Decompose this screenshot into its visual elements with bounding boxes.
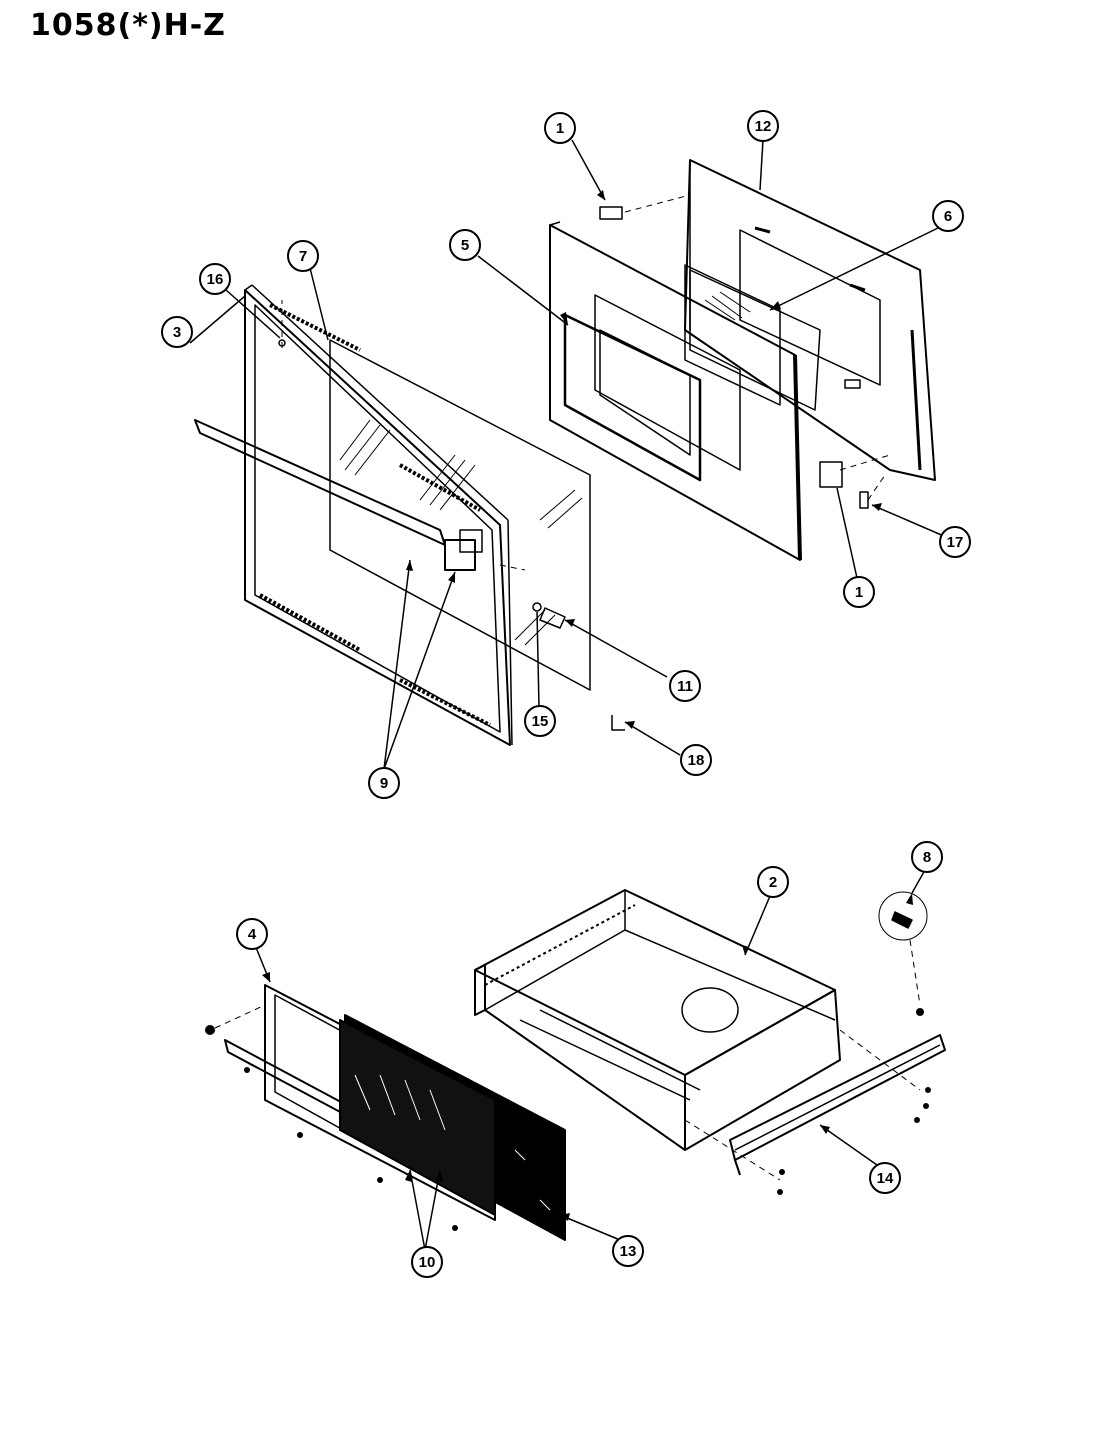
callout-label: 4 <box>248 926 257 943</box>
callout-circle <box>680 744 712 776</box>
callout-label: 8 <box>923 849 931 866</box>
callout-circle <box>939 526 971 558</box>
callout-circle <box>757 866 789 898</box>
callout-circle <box>411 1246 443 1278</box>
callout-13: 13 <box>612 1235 644 1267</box>
inner-door-panel <box>684 159 936 481</box>
small-parts-upper <box>278 206 869 731</box>
callout-circle <box>544 112 576 144</box>
callout-label: 15 <box>532 713 549 730</box>
callout-label: 17 <box>947 534 964 551</box>
alignment-lines-lower <box>214 939 921 1181</box>
callout-label: 16 <box>207 271 224 288</box>
callout-label: 10 <box>419 1254 436 1271</box>
callout-circle <box>287 240 319 272</box>
callout-label: 13 <box>620 1243 637 1260</box>
callout-9: 9 <box>368 767 400 799</box>
callout-circle <box>368 767 400 799</box>
callout-circle <box>236 918 268 950</box>
small-parts-lower <box>205 1008 931 1231</box>
callout-label: 6 <box>944 208 952 225</box>
callout-11: 11 <box>669 670 701 702</box>
leader-lines <box>189 139 954 1251</box>
drawer-slide-rail <box>729 1034 946 1176</box>
callout-circle <box>524 705 556 737</box>
callout-circle <box>747 110 779 142</box>
inner-glass <box>689 269 821 411</box>
callout-circle <box>843 576 875 608</box>
callout-circle <box>449 229 481 261</box>
callout-4: 4 <box>236 918 268 950</box>
callout-circle <box>669 670 701 702</box>
drawer-front-panel <box>339 1014 566 1241</box>
callout-label: 3 <box>173 324 181 341</box>
callout-5: 5 <box>449 229 481 261</box>
callout-circle <box>612 1235 644 1267</box>
callout-1: 1 <box>544 112 576 144</box>
callout-label: 11 <box>677 678 693 695</box>
callout-3: 3 <box>161 316 193 348</box>
callout-15: 15 <box>524 705 556 737</box>
outer-door-frame <box>194 284 513 746</box>
callout-label: 1 <box>855 584 863 601</box>
callout-circle <box>161 316 193 348</box>
callout-2: 2 <box>757 866 789 898</box>
callout-label: 12 <box>755 118 772 135</box>
callout-label: 14 <box>877 1170 894 1187</box>
callout-circle <box>869 1162 901 1194</box>
page-title: 1058(*)H-Z <box>30 8 226 43</box>
callout-circle <box>199 263 231 295</box>
callout-circle <box>911 841 943 873</box>
detail-clip-circle <box>878 891 928 941</box>
middle-door-frame <box>549 221 802 561</box>
callout-8: 8 <box>911 841 943 873</box>
callout-label: 2 <box>769 874 777 891</box>
callout-14: 14 <box>869 1162 901 1194</box>
callout-7: 7 <box>287 240 319 272</box>
callout-6: 6 <box>932 200 964 232</box>
callout-10: 10 <box>411 1246 443 1278</box>
callout-label: 9 <box>380 775 388 792</box>
callout-17: 17 <box>939 526 971 558</box>
callout-18: 18 <box>680 744 712 776</box>
callout-16: 16 <box>199 263 231 295</box>
drawer-tray <box>474 889 841 1151</box>
callout-circle <box>932 200 964 232</box>
callout-1: 1 <box>843 576 875 608</box>
callout-label: 5 <box>461 237 469 254</box>
callout-label: 7 <box>299 248 307 265</box>
callout-label: 1 <box>556 120 564 137</box>
callout-label: 18 <box>688 752 705 769</box>
callout-12: 12 <box>747 110 779 142</box>
alignment-lines-upper <box>281 194 891 571</box>
leader-arrowheads <box>262 190 913 1221</box>
